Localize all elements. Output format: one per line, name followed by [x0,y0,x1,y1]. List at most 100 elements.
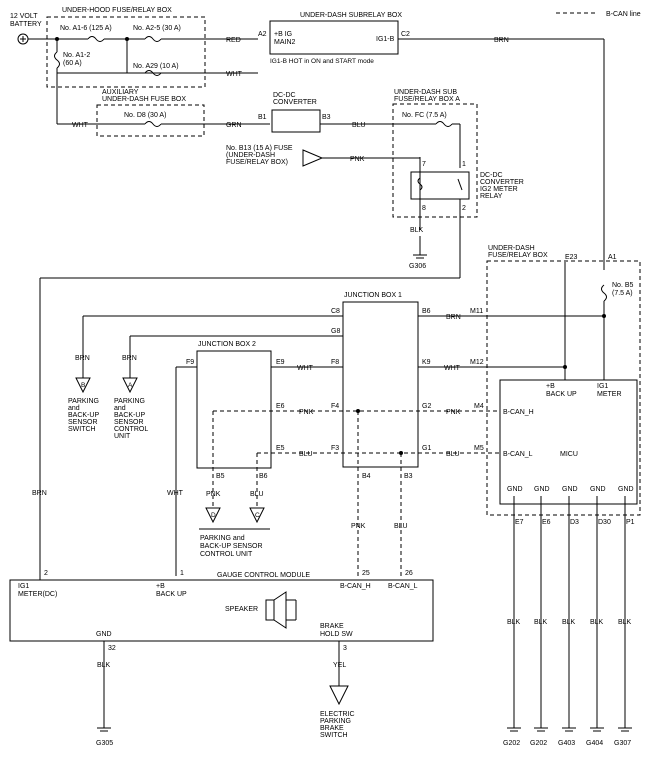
gcm-can-h: B-CAN_H [340,583,371,590]
micu-bup-l1: +B [546,383,555,390]
fuse-a12-label-2: (60 A) [63,60,82,67]
wire-blu-label: BLU [394,523,408,530]
gcm-gnd: GND [96,631,112,638]
pbs-unit-l6: UNIT [114,433,131,440]
pin-k9: K9 [422,359,431,366]
gcm-title: GAUGE CONTROL MODULE [217,572,310,579]
epb-l2: PARKING [320,718,351,725]
fuse-a29-label: No. A29 (10 A) [133,63,179,70]
micu-pin-label: D3 [570,519,579,526]
connector-d-icon [205,507,221,524]
fuse-a16-label: No. A1-6 (125 A) [60,25,112,32]
jb1-title: JUNCTION BOX 1 [344,292,402,299]
pin-b6-jb2: B6 [259,473,268,480]
pin-e6: E6 [276,403,285,410]
micu-gnd-label: GND [562,486,578,493]
pin-m4: M4 [474,403,484,410]
pbs-unit2-l1: PARKING and [200,535,245,542]
ground-icon [97,727,111,732]
connector-a: A [128,382,133,389]
wire-pnk-label: PNK [446,409,461,416]
connector-d: D [211,512,216,519]
pin-1: 1 [462,161,466,168]
gcm-ig1-l1: IG1 [18,583,29,590]
battery-icon [17,33,29,45]
micu-gnd-label: GND [590,486,606,493]
gcm-pin-3: 3 [343,645,347,652]
wire-pnk-label: PNK [299,409,314,416]
ground-label: G202 [503,740,520,747]
under-hood-box-title: UNDER-HOOD FUSE/RELAY BOX [62,7,172,14]
pin-e9: E9 [276,359,285,366]
fuse-icon [144,36,162,42]
wire-wht-label: WHT [297,365,314,372]
pbs-unit2-l3: CONTROL UNIT [200,551,253,558]
aux-box-title-1: AUXILIARY [102,89,139,96]
connector-b: B [81,382,85,389]
wire-brn-label: BRN [494,37,509,44]
pin-g2: G2 [422,403,431,410]
connector-arrow-icon [302,149,324,167]
micu-can-l: B-CAN_L [503,451,533,458]
pin-c8: C8 [331,308,340,315]
fuse-b13-label-1: No. B13 (15 A) FUSE [226,145,293,152]
pbs-unit-l3: BACK-UP [114,412,145,419]
micu-gnd-label: GND [618,486,634,493]
pin-g1: G1 [422,445,431,452]
pbs-switch-l3: BACK-UP [68,412,99,419]
pin-e5: E5 [276,445,285,452]
micu-gnd-label: GND [507,486,523,493]
pbs-switch-l1: PARKING [68,398,99,405]
fuse-icon [54,51,60,69]
micu-pin-label: P1 [626,519,635,526]
pbs-unit-l4: SENSOR [114,419,144,426]
wire-red-label: RED [226,37,241,44]
pbs-unit-l5: CONTROL [114,426,148,433]
subrelay-box [269,20,399,55]
pin-e23: E23 [565,254,578,261]
pin-b5: B5 [216,473,225,480]
wire-yel-label: YEL [333,662,346,669]
fuse-icon [601,284,607,302]
jb2-title: JUNCTION BOX 2 [198,341,256,348]
sub-box-a-title-2: FUSE/RELAY BOX A [394,96,460,103]
connector-b-icon [75,377,91,394]
pin-m5: M5 [474,445,484,452]
micu-ig1-l1: IG1 [597,383,608,390]
pin-m12: M12 [470,359,484,366]
pin-m11: M11 [470,308,483,315]
relay-label-2: CONVERTER [480,179,524,186]
battery-label-1: 12 VOLT [10,13,38,20]
pin-b1: B1 [258,114,267,121]
aux-box-title-2: UNDER-DASH FUSE BOX [102,96,186,103]
wire-pnk-label: PNK [351,523,366,530]
pin-2: 2 [462,205,466,212]
wire-blu-label: BLU [352,122,366,129]
pin-8: 8 [422,205,426,212]
wire-wht-label: WHT [72,122,89,129]
pin-a2: A2 [258,31,267,38]
wire-pnk-label: PNK [206,491,221,498]
wire-brn-label: BRN [75,355,90,362]
gcm-pin-1: 1 [180,570,184,577]
micu-can-h: B-CAN_H [503,409,534,416]
gcm-pin-26: 26 [405,570,413,577]
ground-g306: G306 [409,263,426,270]
ground-icon [413,254,427,259]
pin-b6-jb1: B6 [422,308,431,315]
wire-wht-label: WHT [167,490,184,497]
pin-b3-jb1: B3 [404,473,413,480]
pin-f8: F8 [331,359,339,366]
wire-blk-label: BLK [618,619,632,626]
micu-gnd-label: GND [534,486,550,493]
fuse-b5-label-2: (7.5 A) [612,290,633,297]
legend-b-can-label: B-CAN line [606,11,641,18]
electric-parking-brake-switch-icon [329,685,349,706]
epb-l4: SWITCH [320,732,348,739]
sub-fuse-box-a [392,103,478,218]
micu-bup-l2: BACK UP [546,391,577,398]
gcm-speaker-label: SPEAKER [225,606,258,613]
fuse-icon [435,121,453,127]
dcdc-title-2: CONVERTER [273,99,317,106]
